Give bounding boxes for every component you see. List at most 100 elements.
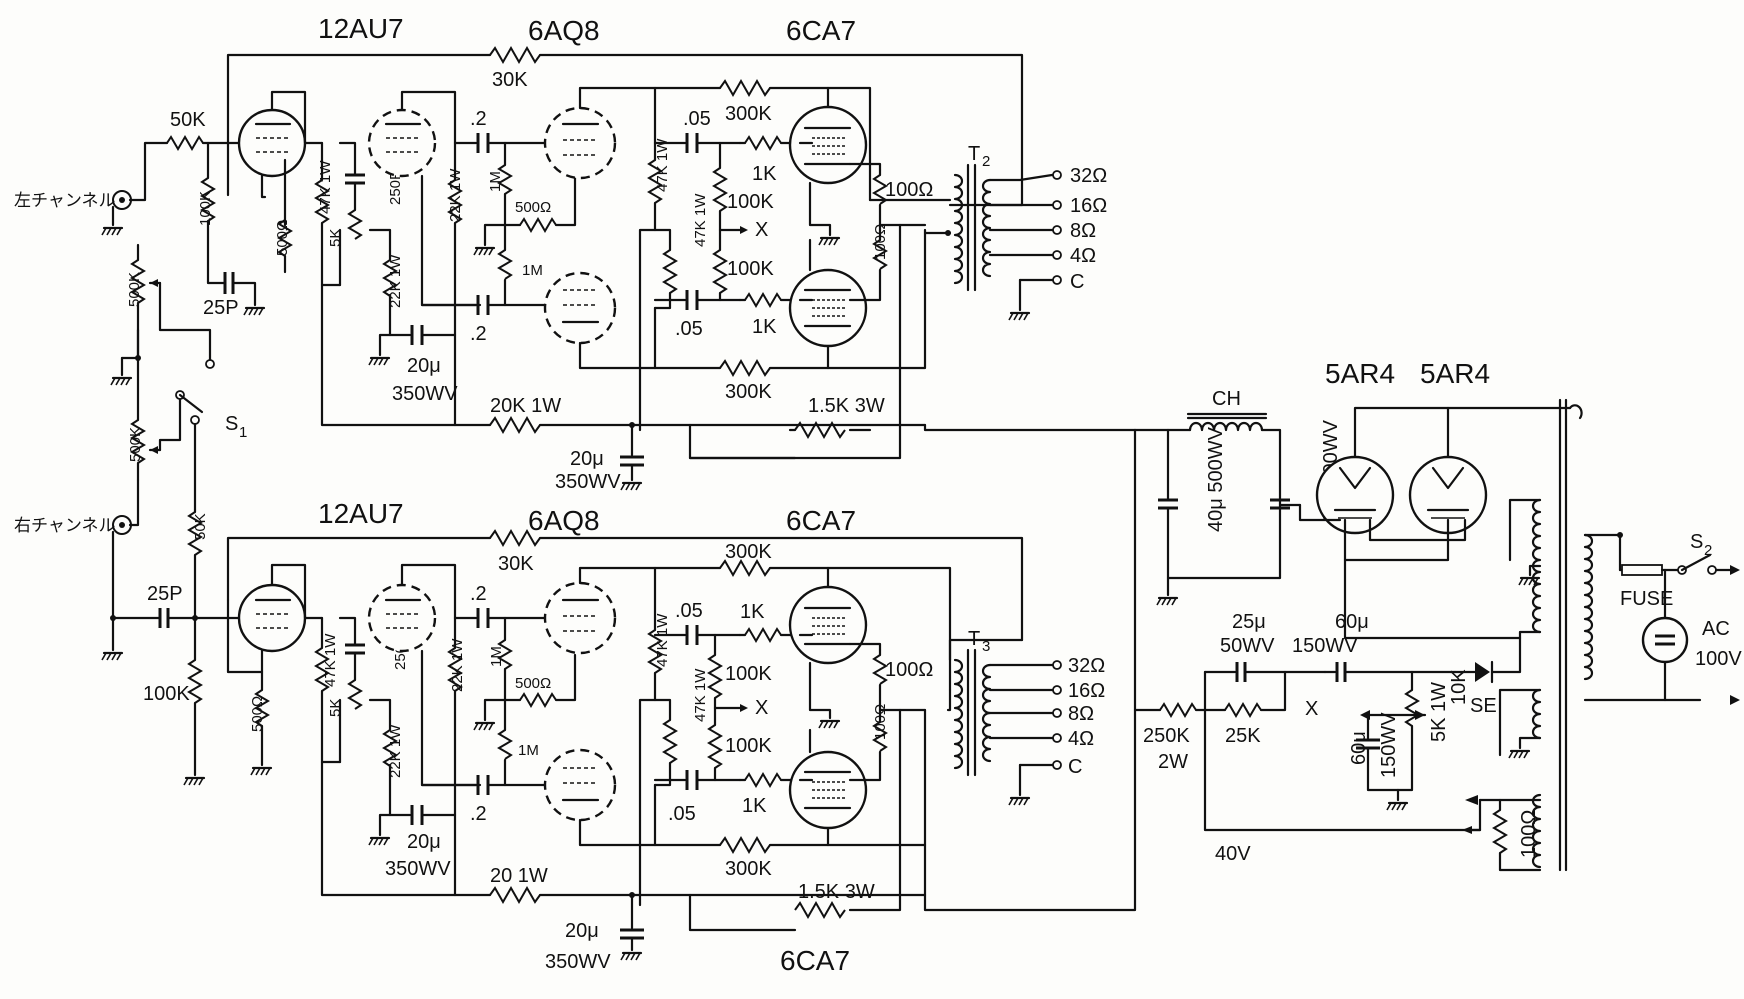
bot-25p-label: 25P: [147, 583, 183, 605]
bot-fb-30k-label: 30K: [498, 553, 534, 575]
top-25p-label: 25P: [203, 297, 239, 319]
top-500-cath-label: 500Ω: [274, 220, 291, 256]
bot-x-label[interactable]: X: [755, 697, 768, 719]
bot-coup-02-bot-label: .2: [470, 803, 487, 825]
choke-label: CH: [1212, 388, 1241, 410]
top-tap-8: 8Ω: [1070, 220, 1096, 242]
top-250p-label: 250P: [387, 170, 404, 205]
bot-500-cath-label: 500Ω: [249, 696, 266, 732]
fuse-element: [1621, 564, 1663, 576]
bot-500-label: 500Ω: [515, 675, 551, 692]
power-transformer: [1498, 398, 1702, 872]
top-6aq8-label: 6AQ8: [528, 15, 600, 46]
top-screen-100-label: 100Ω: [885, 179, 933, 201]
top-22k-lower-label: 22K 1W: [387, 254, 404, 308]
top-300k-top-label: 300K: [725, 103, 772, 125]
bot-300k-top-label: 300K: [725, 541, 772, 563]
bot-1k-bot-label: 1K: [742, 795, 767, 817]
top-x-label[interactable]: X: [755, 219, 768, 241]
ac-v-label: 100V: [1695, 648, 1742, 670]
bot-100k-top-label: 100K: [725, 663, 772, 685]
top-1k-bot-label: 1K: [752, 316, 777, 338]
diode-se: [1475, 662, 1490, 682]
bot-t3-sub: 3: [982, 638, 990, 655]
bot-12au7-label: 12AU7: [318, 498, 404, 529]
bot-22k-plate-label: 22K 1W: [449, 638, 466, 692]
bot-6aq8-a-tube: [543, 581, 617, 655]
top-filt-20u: 20μ: [570, 448, 604, 470]
bot-05-top-label: .05: [675, 600, 703, 622]
bot-15k-label: 1.5K 3W: [798, 881, 875, 903]
bot-05-bot-label: .05: [668, 803, 696, 825]
top-350wv-label: 350WV: [392, 383, 458, 405]
top-20u-label: 20μ: [407, 355, 441, 377]
bot-47k1w-label: 47K 1W: [322, 633, 339, 687]
bot-tap-4: 4Ω: [1068, 728, 1094, 750]
res-10k-label: 10K: [1448, 669, 1470, 705]
hum-100-label: 100Ω: [1518, 810, 1540, 858]
bot-1m-bot-label: 1M: [518, 742, 539, 759]
bot-tap-32: 32Ω: [1068, 655, 1105, 677]
top-6aq8-a-tube: [543, 106, 617, 180]
bot-tap-8: 8Ω: [1068, 703, 1094, 725]
top-100k-bot-label: 100K: [727, 258, 774, 280]
rect2-label: 5AR4: [1420, 358, 1490, 389]
top-22k-plate-label: 22K 1W: [447, 168, 464, 222]
bot-in-50k-label: 50K: [192, 513, 209, 540]
top-100k-top-label: 100K: [727, 191, 774, 213]
bot-100k-bot-label: 100K: [725, 735, 772, 757]
top-05-bot-label: .05: [675, 318, 703, 340]
top-05-top-label: .05: [683, 108, 711, 130]
switch-s2-label[interactable]: S: [1690, 531, 1703, 553]
rect1-label: 5AR4: [1325, 358, 1395, 389]
top-1k-top-label: 1K: [752, 163, 777, 185]
res-5k-label: 5K 1W: [1428, 682, 1450, 742]
bot-12au7-b-tube: [367, 583, 437, 653]
top-500-label: 500Ω: [515, 199, 551, 216]
top-output-taps: 32Ω 16Ω 8Ω 4Ω C: [988, 165, 1107, 322]
top-47k1w-label: 47K 1W: [317, 160, 334, 214]
bot-tap-16: 16Ω: [1068, 680, 1105, 702]
volume-controls: 500K: [127, 328, 182, 482]
top-in-50k-label: 50K: [170, 109, 206, 131]
top-6ca7-label: 6CA7: [786, 15, 856, 46]
v40-label: 40V: [1215, 843, 1251, 865]
top-tap-4: 4Ω: [1070, 245, 1096, 267]
ac-lamp: [1641, 616, 1689, 664]
ps-x-label[interactable]: X: [1305, 698, 1318, 720]
top-t2-label: T: [968, 143, 980, 165]
cap1-label: 40μ 500WV: [1205, 426, 1227, 532]
bottom-output-taps: 32Ω 16Ω 8Ω 4Ω C: [988, 655, 1105, 807]
top-pi-47k-label: 47K 1W: [654, 138, 671, 192]
bot-22k-lower-label: 22K 1W: [387, 724, 404, 778]
top-5k-label: 5K: [327, 229, 344, 247]
bot-5k-label: 5K: [327, 699, 344, 717]
bot-350wv-label: 350WV: [385, 858, 451, 880]
top-20k-label: 20K 1W: [490, 395, 561, 417]
switch-s1-label[interactable]: S: [225, 413, 238, 435]
vol-top-500k-label: 500K: [126, 272, 143, 307]
bot-screen-100-2-label: 100Ω: [872, 704, 889, 740]
bottom-channel: 12AU7 6AQ8 6CA7 6CA7 30K 右チャンネル 50K 25P …: [14, 428, 1137, 976]
bot-coup-02-top-label: .2: [470, 583, 487, 605]
cap-60u-side-label: 60μ: [1348, 731, 1370, 765]
top-15k-label: 1.5K 3W: [808, 395, 885, 417]
switch-s1-sub: 1: [239, 424, 247, 441]
top-12au7-a-tube: [237, 108, 307, 178]
rect1-tube: [1315, 455, 1395, 535]
right-channel-label: 右チャンネル: [14, 516, 116, 536]
cap-60u-top-wv-label: 150WV: [1292, 635, 1358, 657]
fuse-label: FUSE: [1620, 588, 1673, 610]
top-coup-02-top-label: .2: [470, 108, 487, 130]
top-output-transformer: T 2: [868, 143, 1024, 292]
cap-25u-wv-label: 50WV: [1220, 635, 1275, 657]
power-supply: 5AR4 5AR4 CH 40μ 500WV 40μ 500WV: [1133, 358, 1742, 872]
res-25k-label: 25K: [1225, 725, 1261, 747]
top-tap-32: 32Ω: [1070, 165, 1107, 187]
bot-pi-47k2-label: 47K 1W: [692, 668, 709, 722]
res-250k-label: 250K: [1143, 725, 1190, 747]
top-6ca7-a-tube: [788, 105, 868, 185]
bot-1m-top-label: 1M: [488, 646, 505, 667]
bot-6ca7-a-tube: [788, 585, 868, 665]
